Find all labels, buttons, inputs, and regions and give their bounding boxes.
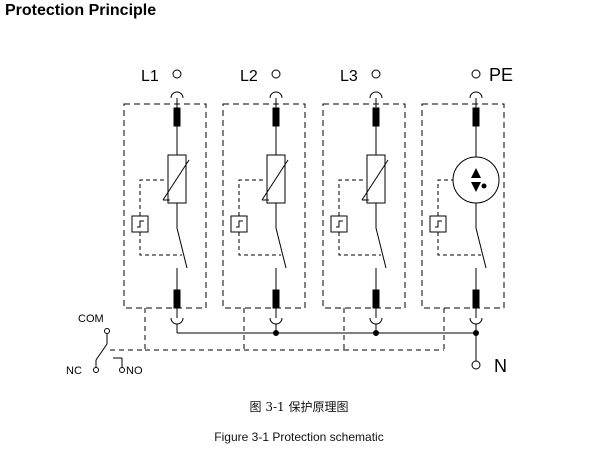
contact-label-nc: NC xyxy=(66,365,82,377)
page-title: Protection Principle xyxy=(5,2,157,19)
terminal-label-n: N xyxy=(494,356,507,376)
figure-caption-en: Figure 3-1 Protection schematic xyxy=(214,430,384,444)
module-l3 xyxy=(322,69,406,333)
junction-dot xyxy=(473,330,479,336)
signal-contact xyxy=(93,328,125,373)
module-l1 xyxy=(123,69,207,333)
terminal-label-l3: L3 xyxy=(340,68,358,85)
figure-caption-cn: 图 3-1 保护原理图 xyxy=(249,400,349,414)
signal-linkage xyxy=(110,308,146,351)
terminal-label-l2: L2 xyxy=(240,68,258,85)
module-l2 xyxy=(222,69,306,333)
contact-label-com: COM xyxy=(78,313,104,325)
contact-label-no: NO xyxy=(126,365,143,377)
terminal-label-l1: L1 xyxy=(141,68,159,85)
junction-dot xyxy=(373,330,379,336)
junction-dot xyxy=(273,330,279,336)
module-pe xyxy=(421,69,505,370)
terminal-label-pe: PE xyxy=(489,65,513,85)
